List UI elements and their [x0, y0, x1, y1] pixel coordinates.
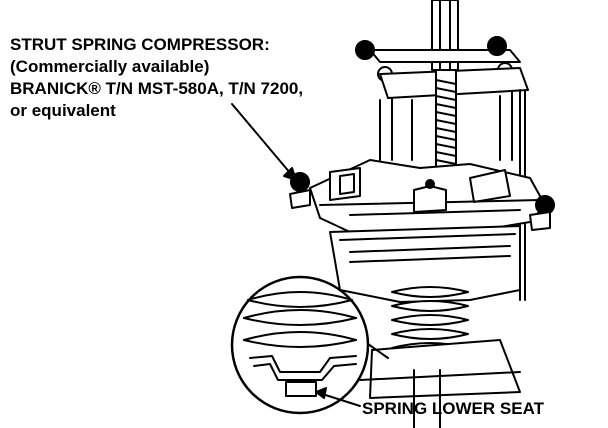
leader-arrows [231, 103, 361, 407]
threaded-screw [435, 69, 457, 181]
spring-lower-seat-label: SPRING LOWER SEAT [362, 399, 544, 418]
compressor-callout-label: STRUT SPRING COMPRESSOR: (Commercially a… [10, 34, 303, 122]
callout-line-1: STRUT SPRING COMPRESSOR: [10, 35, 270, 54]
top-crossbar [355, 36, 521, 82]
detail-magnifier [230, 275, 389, 415]
compressor-clamp [289, 159, 555, 239]
strut-body [359, 339, 521, 428]
callout-line-3: BRANICK® T/N MST-580A, T/N 7200, [10, 79, 304, 98]
callout-line-2: (Commercially available) [10, 57, 210, 76]
callout-line-4: or equivalent [10, 101, 116, 120]
